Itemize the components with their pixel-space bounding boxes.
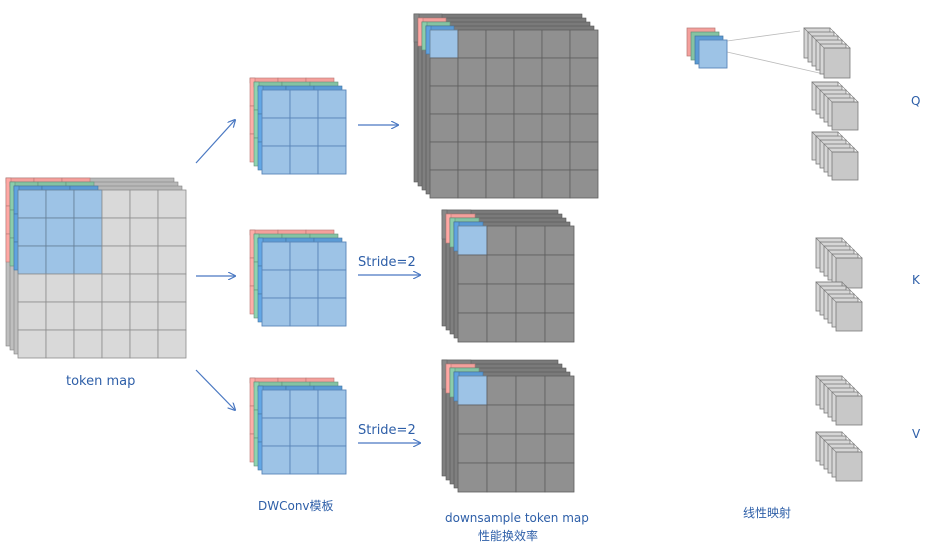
output-map-full [413,13,599,199]
arrow-to-bottom-kernel [195,369,235,410]
downsample-label: downsample token map [445,511,589,525]
dwconv-kernel-bottom [249,377,347,475]
arrow-to-top-kernel [195,120,235,164]
q-stack-1 [803,27,851,79]
token-map-cube [5,177,187,359]
token-map-label: token map [66,374,136,389]
k-stack-1 [815,237,863,289]
v-stack-2 [815,431,863,482]
v-stack-1 [815,375,863,426]
k-label: K [912,273,920,287]
dwconv-label: DWConv模板 [258,499,334,513]
dwconv-kernel-top [249,77,347,175]
stride-label-bottom: Stride=2 [358,423,416,438]
linear-projection-label: 线性映射 [743,506,792,520]
stride-label-middle: Stride=2 [358,255,416,270]
downsample-sublabel: 性能换效率 [478,529,539,543]
k-stack-2 [815,281,863,332]
q-stack-2 [811,81,859,131]
q-stack-3 [811,131,859,181]
projection-lines [726,30,829,76]
arrows [195,120,420,443]
v-label: V [912,427,921,441]
q-label: Q [911,94,921,108]
dwconv-kernel-middle [249,229,347,327]
single-token-cube [686,27,728,69]
output-map-downsampled-middle [441,209,575,343]
output-map-downsampled-bottom [441,359,575,493]
